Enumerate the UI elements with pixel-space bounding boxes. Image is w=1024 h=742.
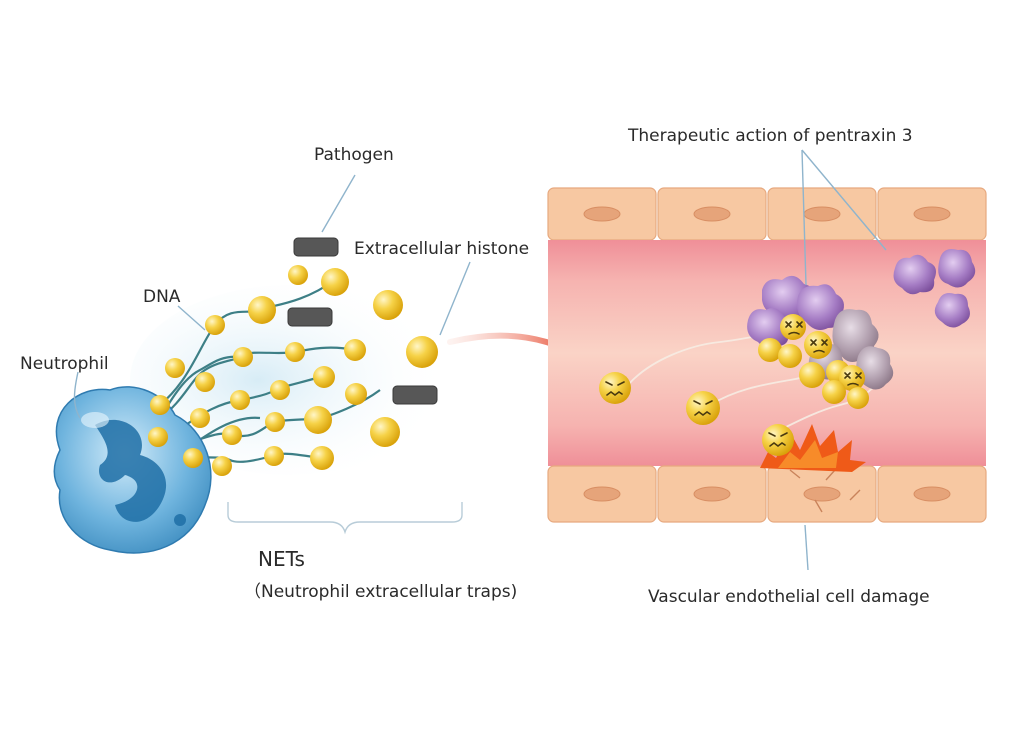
histone	[406, 336, 438, 368]
histone	[190, 408, 210, 428]
histone	[212, 456, 232, 476]
histone	[304, 406, 332, 434]
pentraxin-molecules-free	[893, 249, 976, 328]
histone	[165, 358, 185, 378]
histone	[264, 446, 284, 466]
histone	[233, 347, 253, 367]
histone	[373, 290, 403, 320]
nets-brace	[227, 502, 463, 535]
histone	[344, 339, 366, 361]
histone	[321, 268, 349, 296]
vascular-damage-label: Vascular endothelial cell damage	[648, 587, 930, 607]
neutrophil-leader	[73, 371, 81, 419]
histone-leader	[439, 261, 471, 336]
pathogen-label: Pathogen	[314, 145, 394, 165]
histone	[345, 383, 367, 405]
pentraxin-leader-free	[801, 149, 887, 251]
histone	[222, 425, 242, 445]
extracellular-histones	[148, 265, 438, 476]
pathogen-rod	[287, 307, 333, 327]
blood-vessel	[547, 149, 987, 571]
histone	[313, 366, 335, 388]
nets-full-label: （Neutrophil extracellular traps)	[244, 582, 517, 602]
neutrophil-cell	[53, 386, 212, 554]
histone	[230, 390, 250, 410]
nets-region	[53, 174, 471, 554]
histone	[288, 265, 308, 285]
histone	[183, 448, 203, 468]
damage-leader	[804, 524, 809, 571]
therapeutic-action-label: Therapeutic action of pentraxin 3	[627, 126, 913, 146]
pentraxin-leader-complex	[801, 149, 807, 286]
dna-label: DNA	[143, 287, 181, 307]
pathogens	[287, 237, 438, 405]
histone	[148, 427, 168, 447]
endothelium-bottom	[547, 465, 987, 523]
pentraxin-histone-complex	[747, 275, 894, 409]
histone	[205, 315, 225, 335]
nets-label: NETs	[258, 547, 305, 571]
free-histones-lumen	[599, 372, 794, 456]
histone	[195, 372, 215, 392]
histone	[265, 412, 285, 432]
pathogen-rod	[293, 237, 339, 257]
histone	[150, 395, 170, 415]
histone	[370, 417, 400, 447]
pathogen-rod	[392, 385, 438, 405]
neutrophil-label: Neutrophil	[20, 354, 109, 374]
extracellular-histone-label: Extracellular histone	[354, 239, 529, 259]
histone	[248, 296, 276, 324]
histone	[270, 380, 290, 400]
histone	[285, 342, 305, 362]
histone	[310, 446, 334, 470]
endothelium-top	[547, 187, 987, 241]
pathogen-leader	[321, 174, 356, 233]
dna-leader	[177, 305, 206, 331]
